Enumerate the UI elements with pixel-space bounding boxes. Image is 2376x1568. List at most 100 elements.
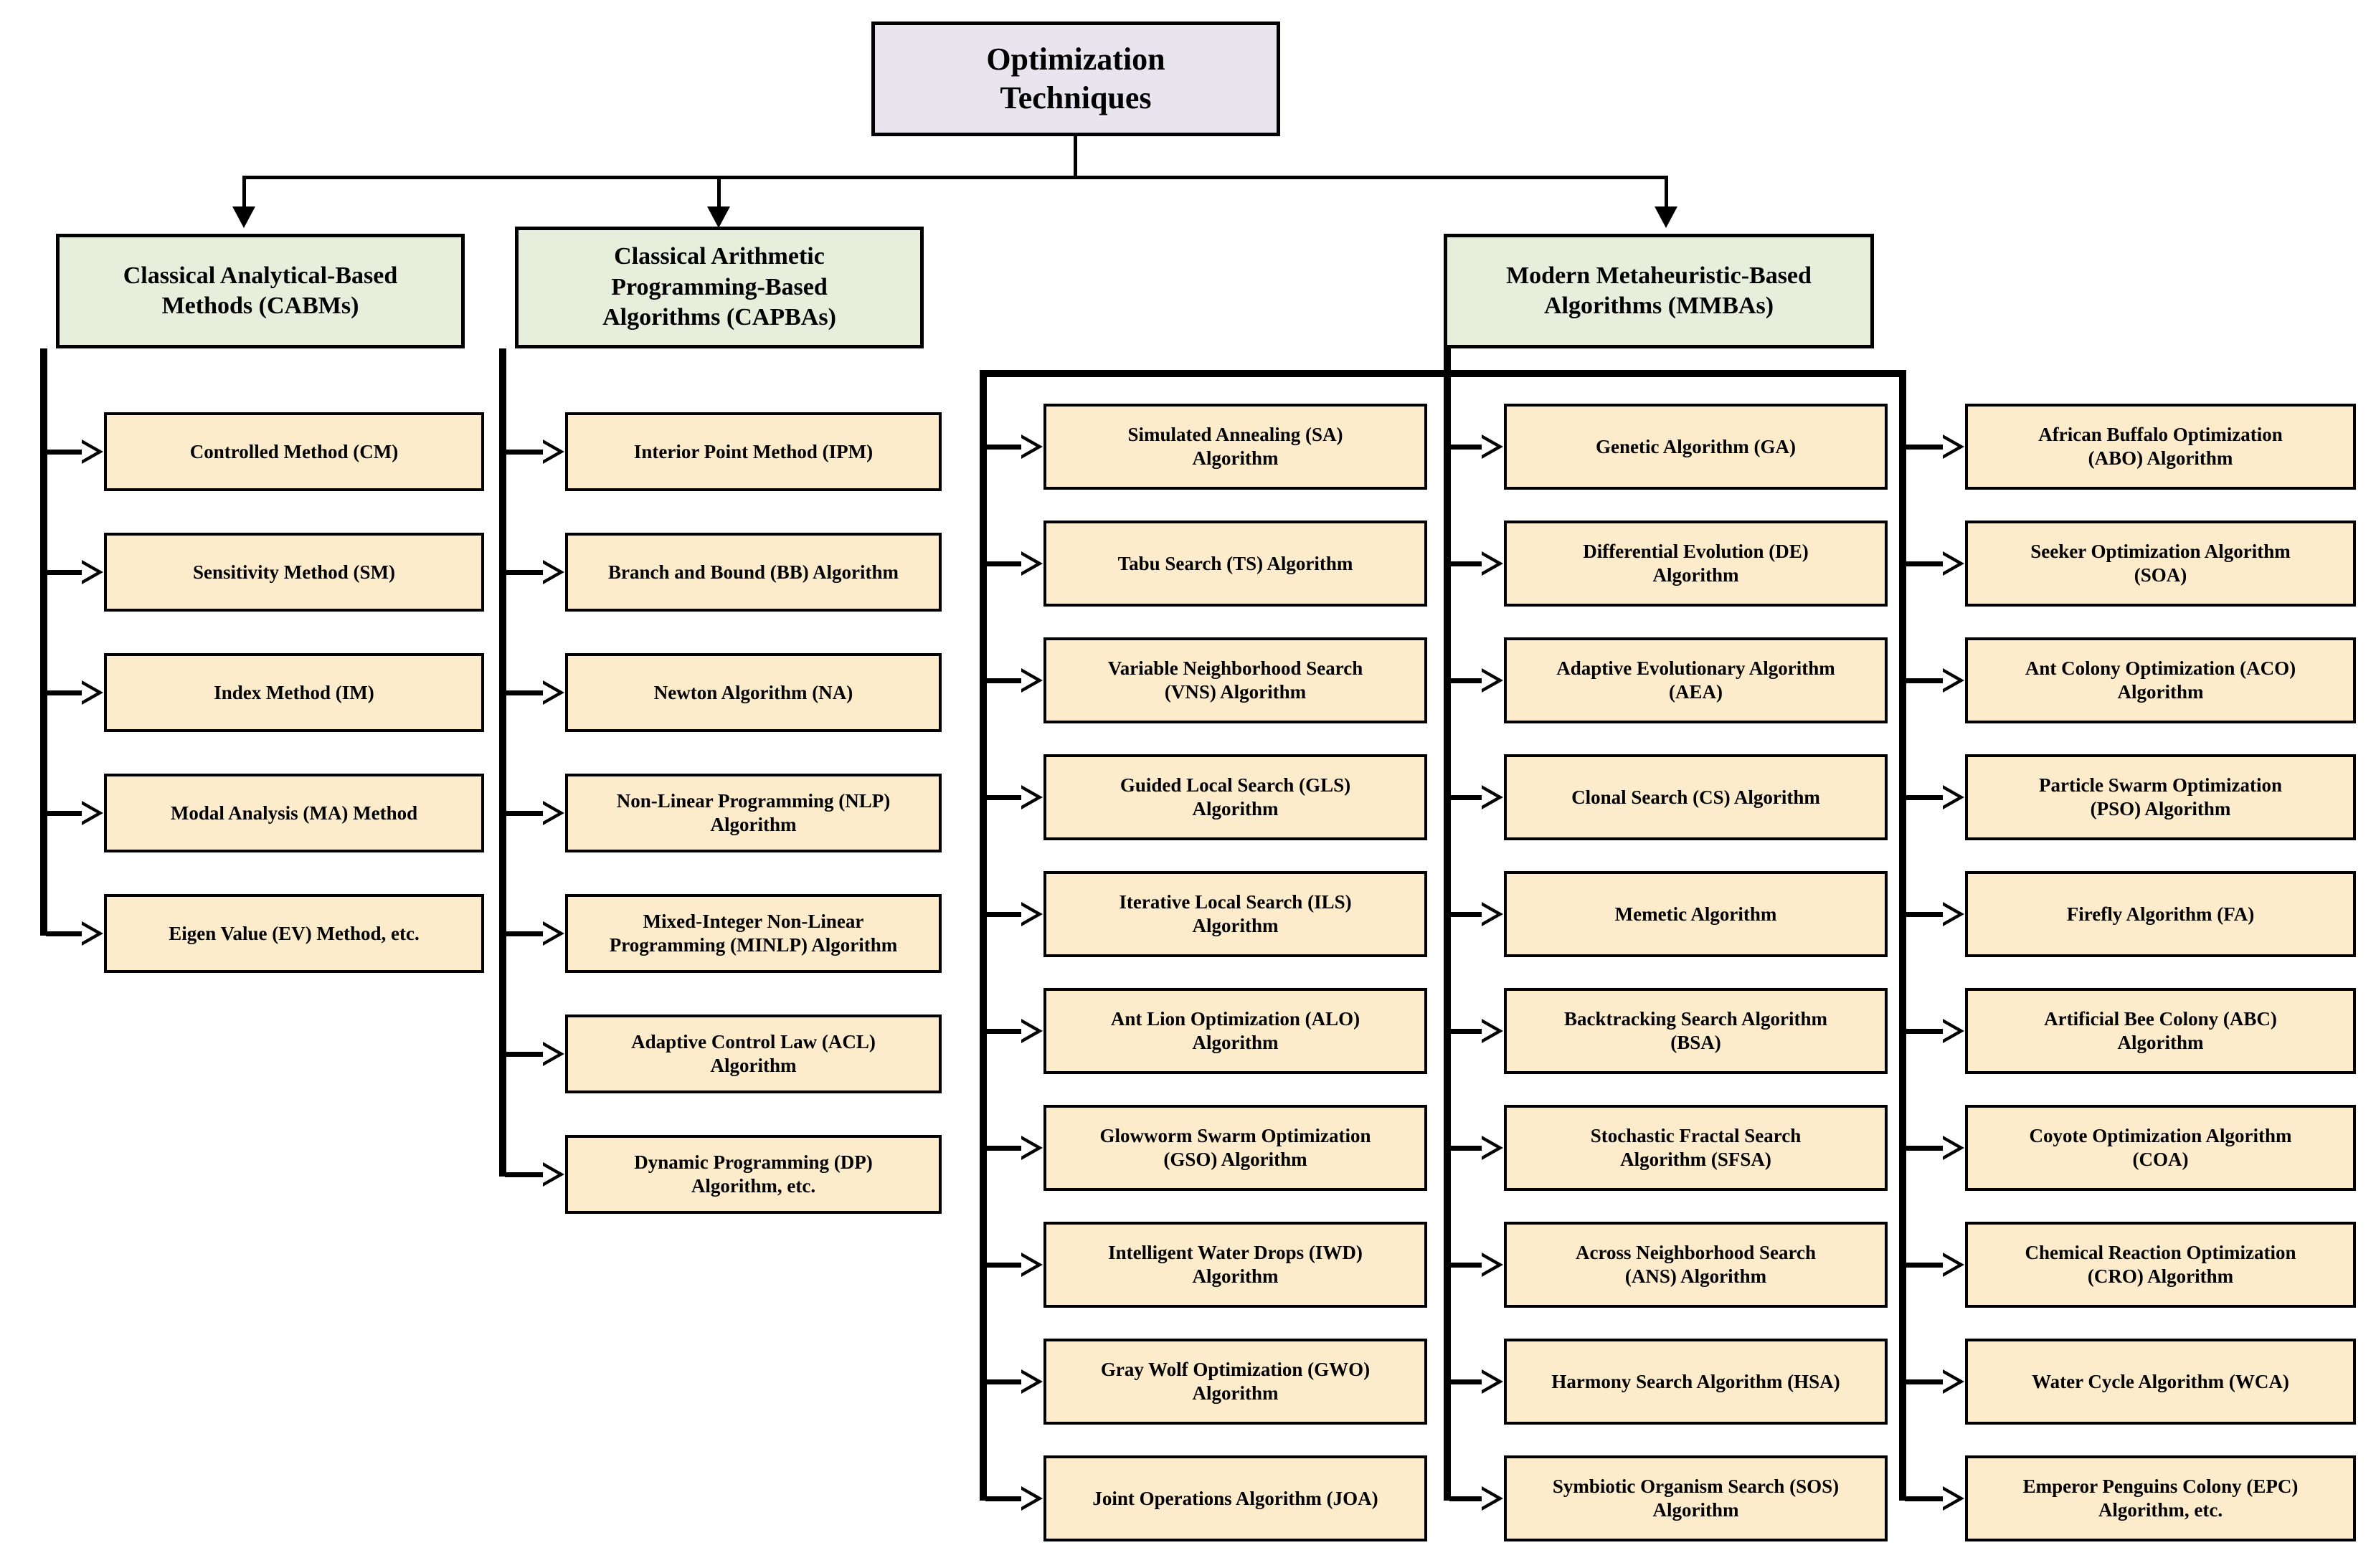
- spine-mmba-col-1: [980, 370, 987, 1501]
- arrow-right-icon: [1021, 1486, 1043, 1511]
- leaf-line-1: Chemical Reaction Optimization: [2025, 1242, 2296, 1264]
- connector-stub: [1905, 1146, 1944, 1151]
- arrow-right-icon: [1482, 668, 1503, 693]
- leaf-node[interactable]: Non-Linear Programming (NLP)Algorithm: [565, 774, 942, 852]
- leaf-node[interactable]: Eigen Value (EV) Method, etc.: [104, 894, 484, 973]
- leaf-node[interactable]: Guided Local Search (GLS)Algorithm: [1043, 754, 1427, 840]
- connector-stub: [1905, 678, 1944, 683]
- arrow-right-icon: [1943, 1369, 1964, 1394]
- leaf-node[interactable]: Branch and Bound (BB) Algorithm: [565, 533, 942, 612]
- leaf-node-label: Harmony Search Algorithm (HSA): [1514, 1370, 1878, 1394]
- category-cabm-line-2: Methods (CABMs): [161, 293, 359, 319]
- leaf-node-label: Index Method (IM): [114, 681, 474, 705]
- leaf-line-2: Algorithm: [710, 814, 797, 835]
- leaf-node[interactable]: Genetic Algorithm (GA): [1504, 404, 1888, 490]
- leaf-line-2: (COA): [2132, 1149, 2189, 1170]
- leaf-node[interactable]: Dynamic Programming (DP)Algorithm, etc.: [565, 1135, 942, 1214]
- arrow-down-mmba-icon: [1655, 206, 1677, 228]
- connector-stub: [985, 912, 1022, 917]
- connector-stub: [1449, 912, 1482, 917]
- leaf-node-label: Differential Evolution (DE)Algorithm: [1514, 540, 1878, 587]
- leaf-node[interactable]: Interior Point Method (IPM): [565, 412, 942, 491]
- leaf-node[interactable]: Newton Algorithm (NA): [565, 653, 942, 732]
- category-node-cabm[interactable]: Classical Analytical-Based Methods (CABM…: [56, 234, 465, 348]
- leaf-node[interactable]: Iterative Local Search (ILS)Algorithm: [1043, 871, 1427, 957]
- leaf-line-1: Adaptive Evolutionary Algorithm: [1556, 657, 1835, 680]
- category-node-capba[interactable]: Classical Arithmetic Programming-Based A…: [515, 227, 924, 348]
- leaf-line-1: Mixed-Integer Non-Linear: [643, 911, 864, 933]
- arrow-right-icon: [1482, 902, 1503, 926]
- connector-stub: [985, 795, 1022, 800]
- leaf-node[interactable]: Adaptive Control Law (ACL)Algorithm: [565, 1015, 942, 1093]
- spine-mmba-col-2: [1444, 370, 1451, 1501]
- leaf-node[interactable]: Chemical Reaction Optimization(CRO) Algo…: [1965, 1222, 2356, 1308]
- leaf-node[interactable]: Intelligent Water Drops (IWD)Algorithm: [1043, 1222, 1427, 1308]
- leaf-node[interactable]: Particle Swarm Optimization(PSO) Algorit…: [1965, 754, 2356, 840]
- connector-stub: [505, 690, 544, 695]
- leaf-node-label: Emperor Penguins Colony (EPC)Algorithm, …: [1975, 1475, 2346, 1522]
- leaf-node[interactable]: Across Neighborhood Search(ANS) Algorith…: [1504, 1222, 1888, 1308]
- arrow-right-icon: [543, 1042, 564, 1066]
- leaf-node[interactable]: Memetic Algorithm: [1504, 871, 1888, 957]
- leaf-node[interactable]: Coyote Optimization Algorithm(COA): [1965, 1105, 2356, 1191]
- leaf-node[interactable]: Glowworm Swarm Optimization(GSO) Algorit…: [1043, 1105, 1427, 1191]
- leaf-node[interactable]: Controlled Method (CM): [104, 412, 484, 491]
- leaf-node[interactable]: Backtracking Search Algorithm(BSA): [1504, 988, 1888, 1074]
- leaf-node[interactable]: Firefly Algorithm (FA): [1965, 871, 2356, 957]
- leaf-line-2: (ANS) Algorithm: [1624, 1265, 1767, 1287]
- leaf-node[interactable]: Harmony Search Algorithm (HSA): [1504, 1339, 1888, 1425]
- connector-stub: [1449, 678, 1482, 683]
- leaf-node[interactable]: Differential Evolution (DE)Algorithm: [1504, 521, 1888, 607]
- leaf-node[interactable]: Seeker Optimization Algorithm(SOA): [1965, 521, 2356, 607]
- leaf-node[interactable]: Index Method (IM): [104, 653, 484, 732]
- leaf-node-label: Particle Swarm Optimization(PSO) Algorit…: [1975, 774, 2346, 821]
- leaf-node-label: Tabu Search (TS) Algorithm: [1054, 552, 1417, 576]
- leaf-node[interactable]: Sensitivity Method (SM): [104, 533, 484, 612]
- arrow-right-icon: [1021, 434, 1043, 459]
- leaf-line-1: Differential Evolution (DE): [1583, 541, 1809, 563]
- leaf-line-1: Coyote Optimization Algorithm: [2029, 1125, 2292, 1147]
- leaf-node[interactable]: Ant Lion Optimization (ALO)Algorithm: [1043, 988, 1427, 1074]
- leaf-node[interactable]: Water Cycle Algorithm (WCA): [1965, 1339, 2356, 1425]
- leaf-node[interactable]: Ant Colony Optimization (ACO)Algorithm: [1965, 637, 2356, 723]
- leaf-node[interactable]: Joint Operations Algorithm (JOA): [1043, 1455, 1427, 1541]
- leaf-node-label: Clonal Search (CS) Algorithm: [1514, 786, 1878, 809]
- leaf-node[interactable]: Emperor Penguins Colony (EPC)Algorithm, …: [1965, 1455, 2356, 1541]
- arrow-right-icon: [543, 439, 564, 464]
- root-node-optimization-techniques[interactable]: Optimization Techniques: [871, 22, 1280, 136]
- leaf-node[interactable]: Modal Analysis (MA) Method: [104, 774, 484, 852]
- connector-stub: [1905, 1379, 1944, 1384]
- root-line-2: Techniques: [1000, 80, 1152, 115]
- category-mmba-label: Modern Metaheuristic-Based Algorithms (M…: [1454, 261, 1863, 322]
- leaf-line-1: Clonal Search (CS) Algorithm: [1571, 786, 1820, 808]
- leaf-node[interactable]: Tabu Search (TS) Algorithm: [1043, 521, 1427, 607]
- leaf-node[interactable]: Artificial Bee Colony (ABC)Algorithm: [1965, 988, 2356, 1074]
- arrow-right-icon: [1482, 1369, 1503, 1394]
- connector-stub: [1905, 445, 1944, 450]
- leaf-line-1: Ant Lion Optimization (ALO): [1110, 1008, 1360, 1030]
- leaf-line-1: Controlled Method (CM): [189, 440, 399, 462]
- leaf-node[interactable]: Symbiotic Organism Search (SOS)Algorithm: [1504, 1455, 1888, 1541]
- leaf-line-1: Memetic Algorithm: [1614, 903, 1777, 925]
- leaf-line-2: Algorithm, etc.: [2098, 1499, 2223, 1521]
- arrow-right-icon: [1943, 1019, 1964, 1043]
- leaf-line-2: Algorithm: [1652, 1499, 1739, 1521]
- leaf-node-label: Genetic Algorithm (GA): [1514, 435, 1878, 459]
- arrow-right-icon: [1482, 551, 1503, 576]
- arrow-down-cabm-icon: [232, 206, 255, 228]
- leaf-line-2: Algorithm, etc.: [691, 1175, 816, 1197]
- leaf-node[interactable]: Variable Neighborhood Search(VNS) Algori…: [1043, 637, 1427, 723]
- leaf-node[interactable]: Adaptive Evolutionary Algorithm(AEA): [1504, 637, 1888, 723]
- category-node-mmba[interactable]: Modern Metaheuristic-Based Algorithms (M…: [1444, 234, 1874, 348]
- leaf-node[interactable]: African Buffalo Optimization(ABO) Algori…: [1965, 404, 2356, 490]
- arrow-right-icon: [1943, 551, 1964, 576]
- leaf-node[interactable]: Gray Wolf Optimization (GWO)Algorithm: [1043, 1339, 1427, 1425]
- connector-stub: [1449, 1029, 1482, 1034]
- category-capba-line-2: Programming-Based: [611, 273, 828, 300]
- leaf-node[interactable]: Simulated Annealing (SA)Algorithm: [1043, 404, 1427, 490]
- leaf-node[interactable]: Clonal Search (CS) Algorithm: [1504, 754, 1888, 840]
